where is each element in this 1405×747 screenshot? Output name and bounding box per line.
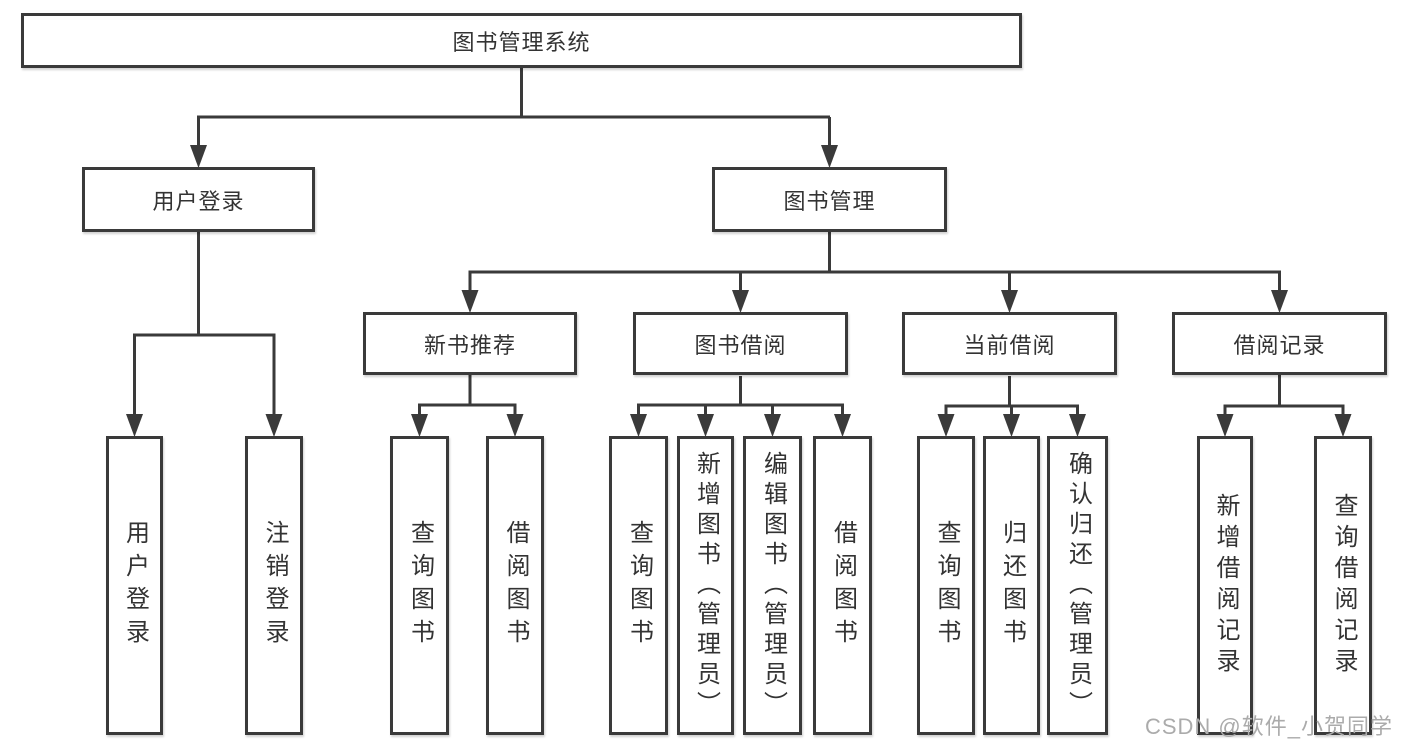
leaf-edit-books-admin: 编辑图书（管理员） <box>743 436 802 735</box>
leaf-borrow-books-label: 借阅图书 <box>829 519 857 652</box>
leaf-query-borrow-record-label: 查询借阅记录 <box>1330 492 1357 679</box>
arrowhead-icon <box>834 414 851 437</box>
leaf-user-login-label: 用户登录 <box>121 519 149 652</box>
node-user-login: 用户登录 <box>82 167 315 232</box>
arrowhead-icon <box>1069 414 1086 437</box>
leaf-add-borrow-record: 新增借阅记录 <box>1197 436 1253 735</box>
leaf-confirm-return-admin: 确认归还（管理员） <box>1047 436 1108 735</box>
watermark: CSDN @软件_小贺同学 <box>1144 714 1393 739</box>
arrowhead-icon <box>937 414 955 437</box>
arrowhead-icon <box>630 414 647 437</box>
connector-root-to-level2 <box>197 68 831 160</box>
arrowhead-icon <box>697 414 714 437</box>
node-root: 图书管理系统 <box>21 13 1022 68</box>
node-borrowing-records: 借阅记录 <box>1172 312 1387 375</box>
leaf-return-books: 归还图书 <box>983 436 1040 735</box>
node-current-borrowing: 当前借阅 <box>902 312 1117 375</box>
arrowhead-icon <box>821 145 838 168</box>
node-root-label: 图书管理系统 <box>452 29 591 55</box>
leaf-confirm-return-admin-label: 确认归还（管理员） <box>1064 450 1092 721</box>
leaf-return-books-label: 归还图书 <box>998 519 1026 652</box>
arrowhead-icon <box>126 414 143 437</box>
connector-new-book-recommend-children <box>418 375 517 430</box>
arrowhead-icon <box>265 414 283 437</box>
leaf-edit-books-admin-label: 编辑图书（管理员） <box>759 450 787 721</box>
leaf-query-borrow-record: 查询借阅记录 <box>1314 436 1372 735</box>
node-borrowing-records-label: 借阅记录 <box>1233 332 1326 358</box>
node-book-borrowing-label: 图书借阅 <box>694 332 787 358</box>
leaf-add-books-admin-label: 新增图书（管理员） <box>692 450 720 721</box>
arrowhead-icon <box>764 414 781 437</box>
leaf-borrow-books-recommend-label: 借阅图书 <box>502 519 529 652</box>
leaf-logout-label: 注销登录 <box>261 519 288 652</box>
arrowhead-icon <box>411 414 428 437</box>
node-new-book-recommend-label: 新书推荐 <box>423 332 516 358</box>
connector-book-borrowing-children <box>637 376 844 430</box>
leaf-logout: 注销登录 <box>245 436 303 735</box>
leaf-add-books-admin: 新增图书（管理员） <box>677 436 734 735</box>
connector-book-management-children <box>468 232 1281 306</box>
node-user-login-label: 用户登录 <box>152 188 245 214</box>
arrowhead-icon <box>1271 290 1288 313</box>
arrowhead-icon <box>1334 414 1352 437</box>
arrowhead-icon <box>732 290 749 313</box>
arrowhead-icon <box>1216 414 1234 437</box>
leaf-borrow-books: 借阅图书 <box>813 436 872 735</box>
arrowhead-icon <box>461 290 479 313</box>
node-book-management-label: 图书管理 <box>783 188 876 214</box>
arrowhead-icon <box>1003 414 1020 437</box>
leaf-query-books-borrowing: 查询图书 <box>609 436 668 735</box>
node-current-borrowing-label: 当前借阅 <box>963 332 1056 358</box>
leaf-borrow-books-recommend: 借阅图书 <box>486 436 544 735</box>
node-book-borrowing: 图书借阅 <box>633 312 848 375</box>
node-book-management: 图书管理 <box>712 167 947 232</box>
leaf-query-books-recommend-label: 查询图书 <box>406 519 434 652</box>
leaf-query-books-recommend: 查询图书 <box>390 436 449 735</box>
leaf-query-books-current: 查询图书 <box>917 436 975 735</box>
arrowhead-icon <box>1001 290 1018 313</box>
leaf-query-books-current-label: 查询图书 <box>933 519 960 652</box>
connector-user-login-children <box>133 232 276 430</box>
leaf-query-books-borrowing-label: 查询图书 <box>625 519 653 652</box>
arrowhead-icon <box>506 414 524 437</box>
leaf-user-login: 用户登录 <box>106 436 163 735</box>
leaf-add-borrow-record-label: 新增借阅记录 <box>1212 492 1239 679</box>
connector-borrowing-records-children <box>1223 375 1345 430</box>
connector-current-borrowing-children <box>944 376 1079 430</box>
node-new-book-recommend: 新书推荐 <box>363 312 577 375</box>
arrowhead-icon <box>190 145 207 168</box>
